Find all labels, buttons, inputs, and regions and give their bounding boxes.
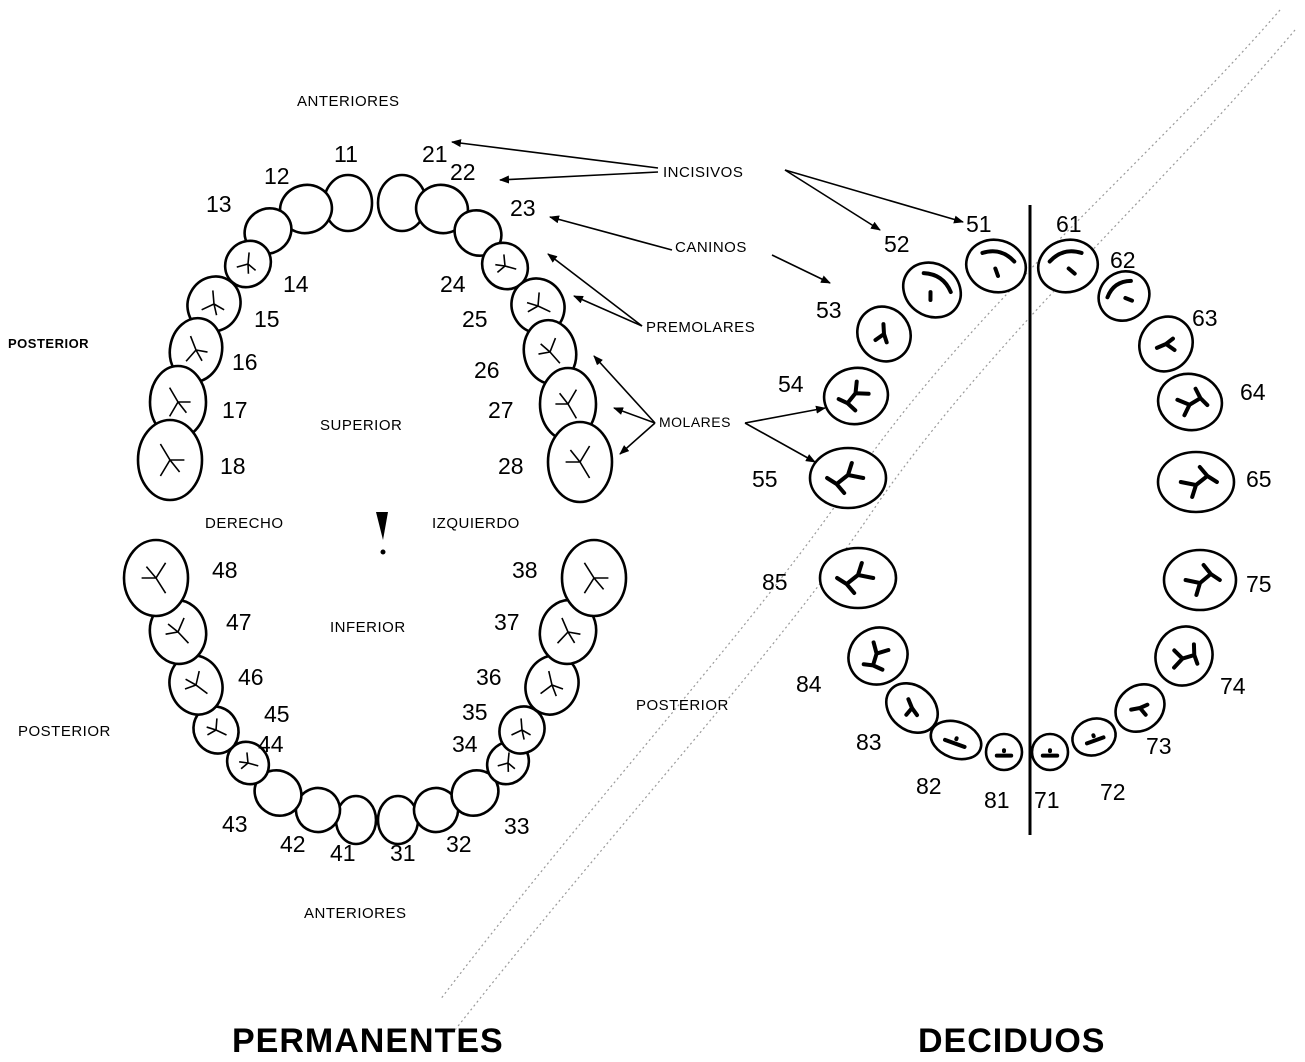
label-posterior-right: POSTERIOR <box>636 697 729 714</box>
tooth-51 <box>960 233 1031 299</box>
tooth-number-42: 42 <box>280 831 306 857</box>
tooth-53 <box>847 296 922 372</box>
tooth-55 <box>810 448 886 508</box>
label-premolares: PREMOLARES <box>646 319 755 336</box>
tooth-number-24: 24 <box>440 271 466 297</box>
tooth-number-72: 72 <box>1100 779 1126 805</box>
label-caninos: CANINOS <box>675 239 747 256</box>
tooth-number-47: 47 <box>226 609 252 635</box>
background-grain <box>440 10 1295 1030</box>
tooth-number-74: 74 <box>1220 673 1246 699</box>
tooth-61 <box>1032 233 1103 299</box>
tooth-54 <box>820 363 893 429</box>
tooth-number-14: 14 <box>283 271 309 297</box>
tooth-number-84: 84 <box>796 671 822 697</box>
tooth-number-31: 31 <box>390 840 416 866</box>
tooth-number-65: 65 <box>1246 466 1272 492</box>
tooth-number-16: 16 <box>232 349 258 375</box>
tooth-number-33: 33 <box>504 813 530 839</box>
title-permanentes: PERMANENTES <box>232 1022 504 1060</box>
tooth-number-54: 54 <box>778 371 804 397</box>
tooth-number-63: 63 <box>1192 305 1218 331</box>
tooth-72 <box>1067 713 1121 762</box>
tooth-number-15: 15 <box>254 306 280 332</box>
tooth-number-32: 32 <box>446 831 472 857</box>
tooth-number-18: 18 <box>220 453 246 479</box>
tooth-number-28: 28 <box>498 453 524 479</box>
tooth-71 <box>1032 734 1068 770</box>
tooth-number-38: 38 <box>512 557 538 583</box>
tooth-75 <box>1164 550 1236 610</box>
label-anteriores-top: ANTERIORES <box>297 93 400 110</box>
tooth-48 <box>124 540 188 616</box>
tooth-number-82: 82 <box>916 773 942 799</box>
permanent-arch <box>124 175 626 844</box>
label-izquierdo: IZQUIERDO <box>432 515 520 532</box>
tooth-number-44: 44 <box>258 731 284 757</box>
tooth-number-75: 75 <box>1246 571 1272 597</box>
tooth-number-71: 71 <box>1034 787 1060 813</box>
tooth-number-17: 17 <box>222 397 248 423</box>
label-incisivos: INCISIVOS <box>663 164 743 181</box>
tooth-number-27: 27 <box>488 397 514 423</box>
tooth-28 <box>548 422 612 502</box>
tooth-number-73: 73 <box>1146 733 1172 759</box>
tooth-number-83: 83 <box>856 729 882 755</box>
tooth-74 <box>1145 616 1223 696</box>
tooth-number-21: 21 <box>422 141 448 167</box>
tooth-number-81: 81 <box>984 787 1010 813</box>
tooth-number-48: 48 <box>212 557 238 583</box>
label-posterior-lower: POSTERIOR <box>18 723 111 740</box>
tooth-41 <box>336 796 376 844</box>
label-derecho: DERECHO <box>205 515 284 532</box>
tooth-number-41: 41 <box>330 840 356 866</box>
tooth-number-34: 34 <box>452 731 478 757</box>
tooth-number-61: 61 <box>1056 211 1082 237</box>
tooth-number-64: 64 <box>1240 379 1266 405</box>
tooth-number-23: 23 <box>510 195 536 221</box>
tooth-number-53: 53 <box>816 297 842 323</box>
tooth-64 <box>1154 369 1227 435</box>
tooth-number-37: 37 <box>494 609 520 635</box>
tooth-number-36: 36 <box>476 664 502 690</box>
label-molares: MOLARES <box>659 414 731 430</box>
tooth-number-45: 45 <box>264 701 290 727</box>
tooth-number-13: 13 <box>206 191 232 217</box>
tooth-number-52: 52 <box>884 231 910 257</box>
tooth-31 <box>378 796 418 844</box>
tooth-number-46: 46 <box>238 664 264 690</box>
tooth-81 <box>986 734 1022 770</box>
tooth-number-11: 11 <box>334 141 358 167</box>
tooth-number-55: 55 <box>752 466 778 492</box>
tooth-85 <box>820 548 896 608</box>
label-posterior-upper: POSTERIOR <box>8 336 89 351</box>
tooth-number-85: 85 <box>762 569 788 595</box>
tooth-number-43: 43 <box>222 811 248 837</box>
tooth-number-51: 51 <box>966 211 992 237</box>
tooth-number-12: 12 <box>264 163 290 189</box>
tooth-38 <box>562 540 626 616</box>
tooth-number-22: 22 <box>450 159 476 185</box>
tooth-18 <box>138 420 202 500</box>
label-superior: SUPERIOR <box>320 417 402 434</box>
center-marker <box>376 512 388 555</box>
label-anteriores-bottom: ANTERIORES <box>304 905 407 922</box>
deciduous-arch <box>810 233 1236 770</box>
tooth-number-26: 26 <box>474 357 500 383</box>
tooth-65 <box>1158 452 1234 512</box>
tooth-number-62: 62 <box>1110 247 1136 273</box>
tooth-number-35: 35 <box>462 699 488 725</box>
tooth-number-25: 25 <box>462 306 488 332</box>
title-deciduos: DECIDUOS <box>918 1022 1105 1060</box>
label-inferior: INFERIOR <box>330 619 406 636</box>
